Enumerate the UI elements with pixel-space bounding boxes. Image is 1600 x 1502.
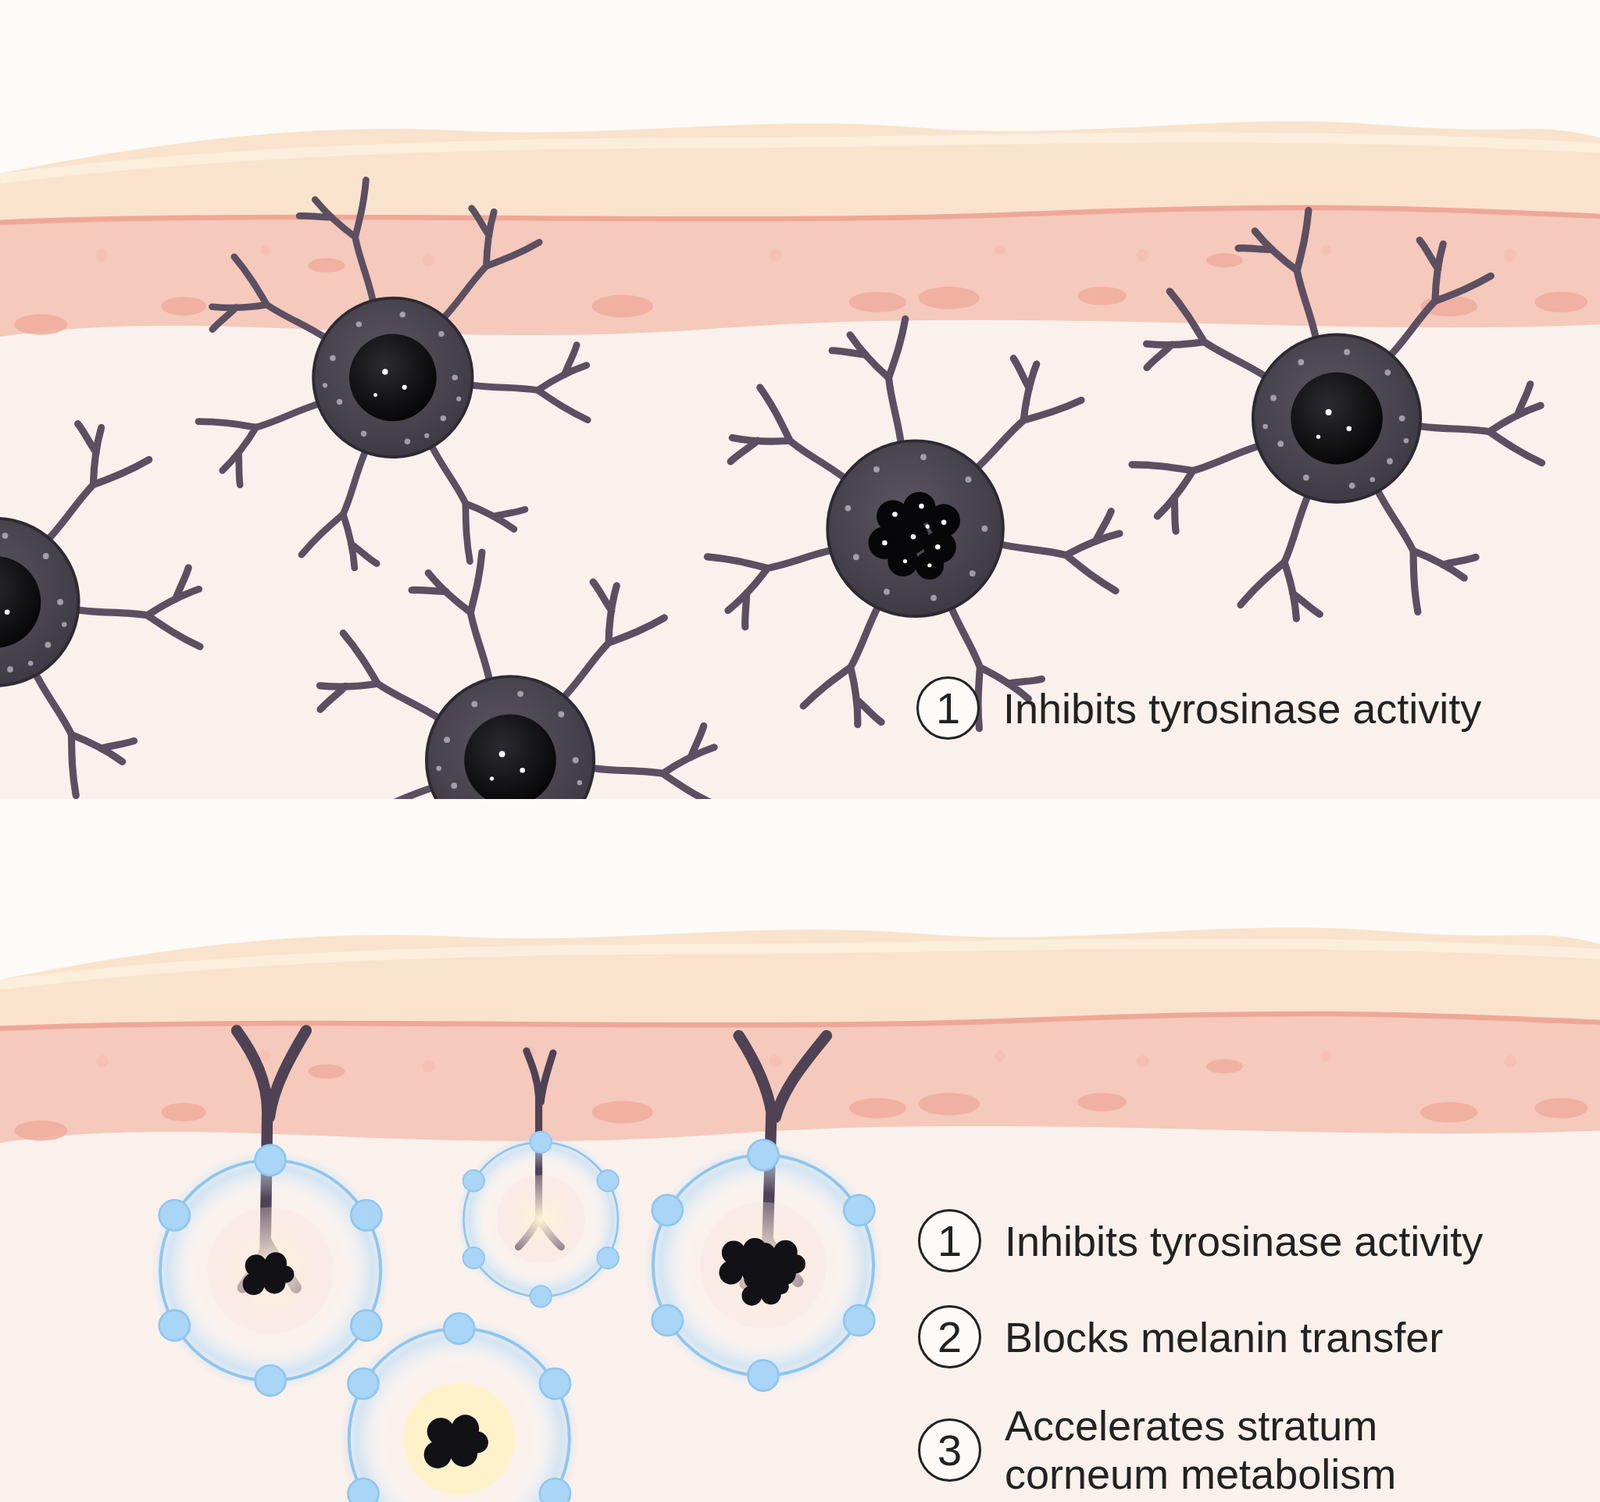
effect-label: Accelerates stratum corneum metabolism bbox=[1004, 1401, 1552, 1499]
callout-number: 1 bbox=[917, 1209, 982, 1273]
effect-label: Inhibits tyrosinase activity bbox=[1004, 1217, 1483, 1266]
effect-label: Inhibits tyrosinase activity bbox=[1003, 684, 1482, 733]
callout-group: 1 Inhibits tyrosinase activity bbox=[916, 676, 1482, 740]
callout-number: 2 bbox=[917, 1305, 982, 1369]
callout-number: 1 bbox=[916, 676, 980, 740]
callout-number: 3 bbox=[917, 1418, 982, 1483]
callout-group: 1 Inhibits tyrosinase activity bbox=[917, 1209, 1483, 1273]
callout-group: 3 Accelerates stratum corneum metabolism bbox=[917, 1401, 1552, 1499]
effect-label: Blocks melanin transfer bbox=[1004, 1313, 1443, 1362]
callout-group: 2 Blocks melanin transfer bbox=[917, 1305, 1443, 1369]
